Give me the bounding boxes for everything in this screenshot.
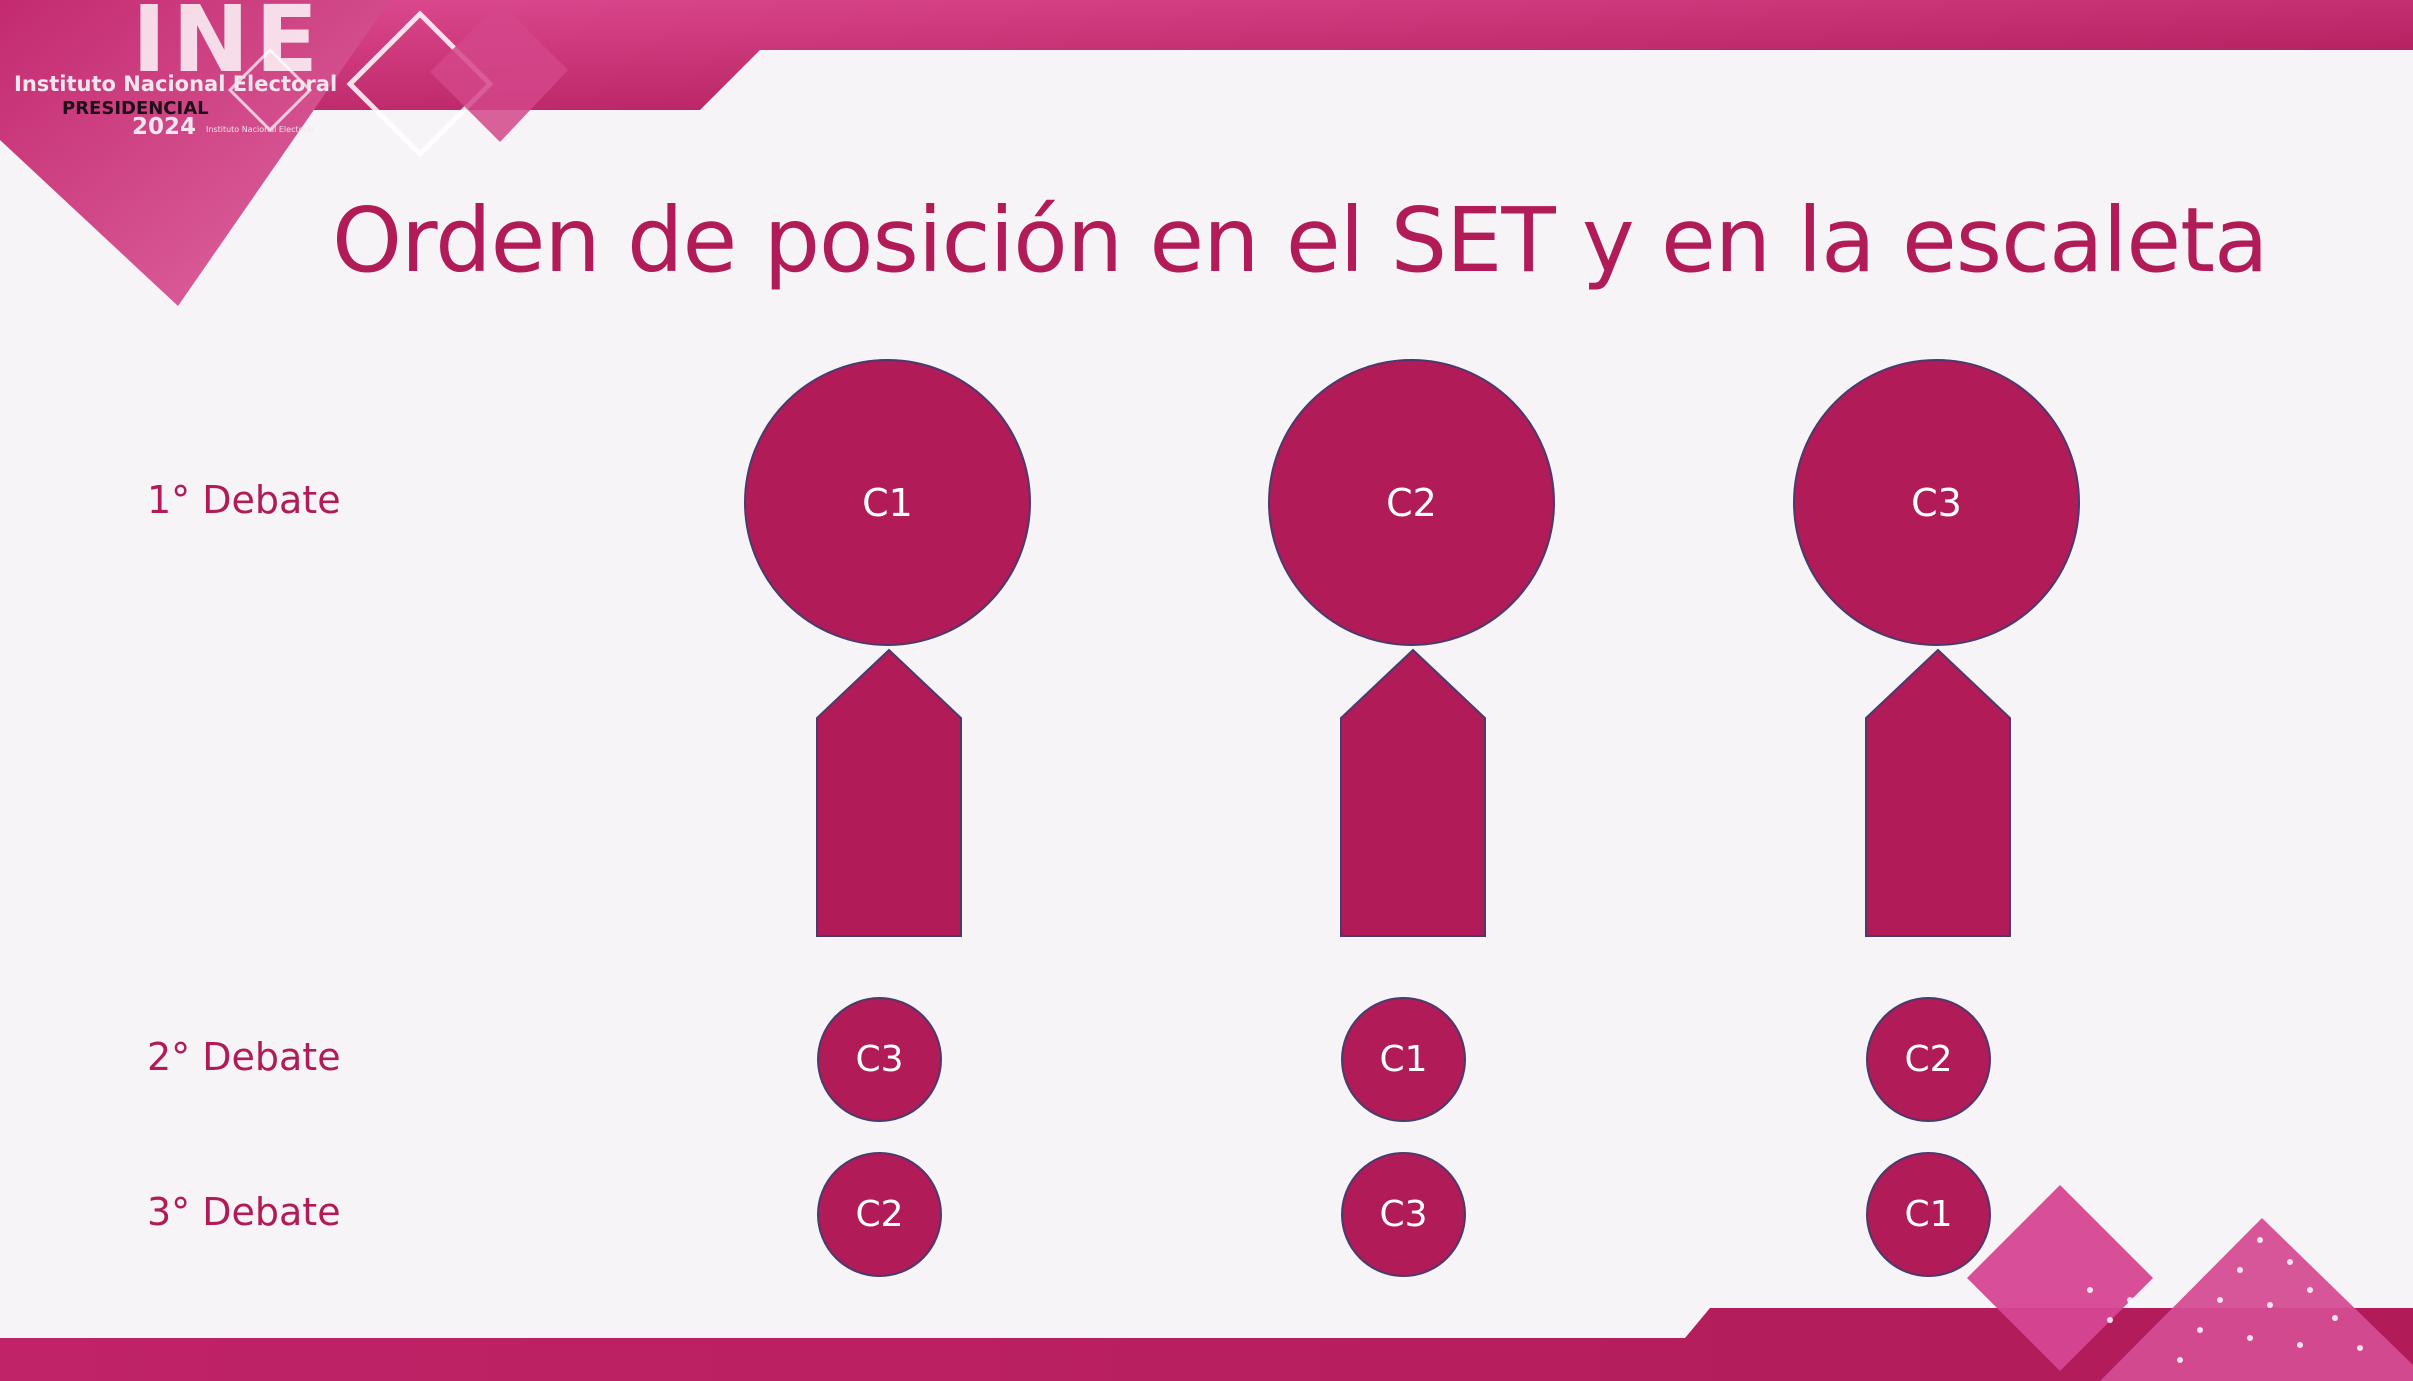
logo-year: 2024	[132, 114, 197, 140]
candidate-circle: C2	[1866, 997, 1991, 1122]
candidate-circle: C1	[1866, 1152, 1991, 1277]
candidate-label: C1	[1379, 1039, 1428, 1080]
podium-shape	[1865, 648, 2011, 937]
candidate-circle: C3	[1341, 1152, 1466, 1277]
logo-acronym: INE	[132, 0, 325, 93]
candidate-label: C3	[1379, 1194, 1428, 1235]
candidate-circle: C2	[817, 1152, 942, 1277]
candidate-label: C2	[1904, 1039, 1953, 1080]
logo-diamond-fill	[430, 2, 568, 142]
corner-triangle-bottom	[2100, 1218, 2413, 1381]
logo-institute: Instituto Nacional Electoral	[14, 72, 338, 96]
candidate-circle: C1	[1341, 997, 1466, 1122]
corner-triangle	[0, 0, 390, 306]
candidate-circle: C1	[744, 359, 1031, 646]
podium-shape	[816, 648, 962, 937]
row-label-debate-1: 1° Debate	[147, 478, 341, 522]
ine-logo: INE Instituto Nacional Electoral PRESIDE…	[0, 0, 560, 150]
row-label-debate-3: 3° Debate	[147, 1190, 341, 1234]
corner-diamond	[1967, 1185, 2153, 1371]
candidate-label: C1	[1904, 1194, 1953, 1235]
logo-tagline: Instituto Nacional Electoral	[206, 125, 314, 134]
logo-program: PRESIDENCIAL	[62, 98, 209, 119]
confetti-dots	[2087, 1237, 2363, 1363]
candidate-label: C3	[1911, 480, 1962, 525]
candidate-circle: C3	[1793, 359, 2080, 646]
row-label-debate-2: 2° Debate	[147, 1035, 341, 1079]
candidate-label: C1	[862, 480, 913, 525]
bottom-band	[0, 1308, 2413, 1381]
candidate-circle: C3	[817, 997, 942, 1122]
top-band	[0, 0, 2413, 110]
candidate-label: C3	[855, 1039, 904, 1080]
candidate-label: C2	[1386, 480, 1437, 525]
podium-shape	[1340, 648, 1486, 937]
candidate-label: C2	[855, 1194, 904, 1235]
logo-diamond-small	[227, 47, 313, 133]
slide-title: Orden de posición en el SET y en la esca…	[332, 188, 2269, 292]
candidate-circle: C2	[1268, 359, 1555, 646]
